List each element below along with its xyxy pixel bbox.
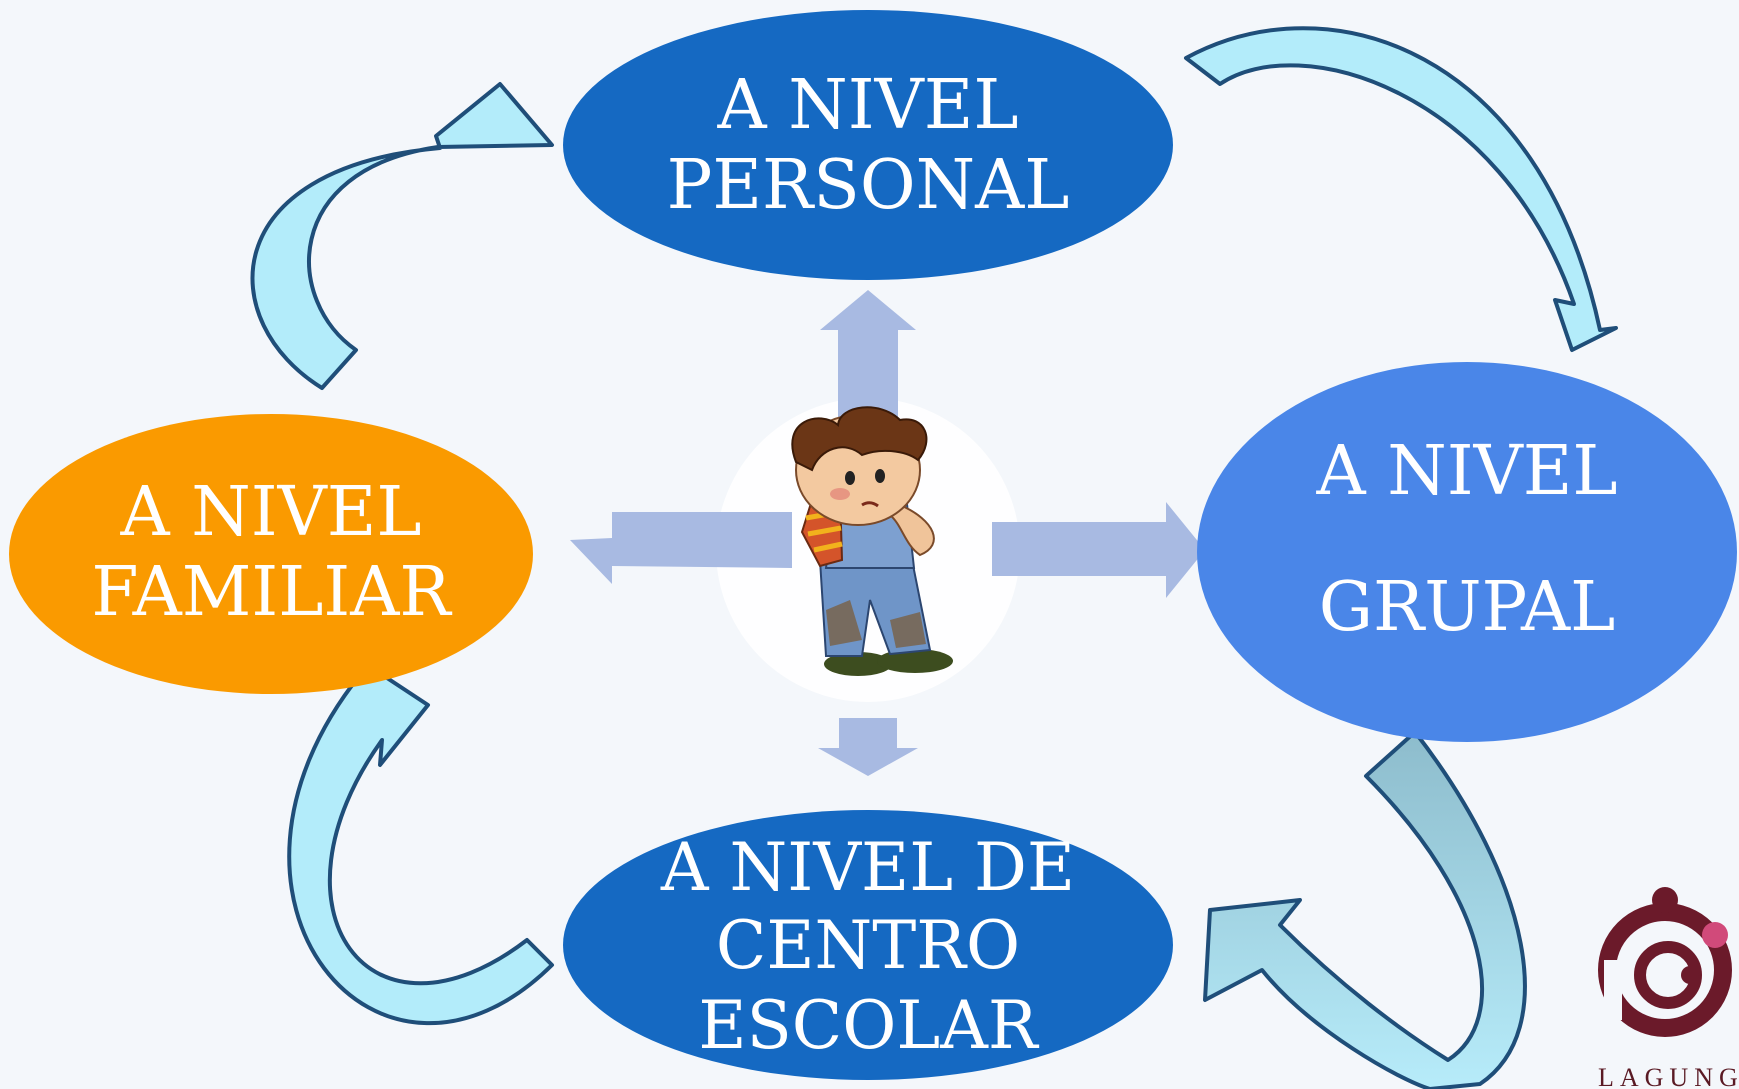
node-escolar-line1: A NIVEL DE — [660, 829, 1075, 906]
node-familiar-shape — [9, 414, 533, 694]
arrow-down-to-escolar — [818, 718, 918, 776]
arrow-up-to-personal — [820, 290, 916, 440]
node-personal-shape — [563, 10, 1173, 280]
node-escolar: A NIVEL DE CENTRO ESCOLAR — [563, 810, 1173, 1080]
node-familiar-line2: FAMILIAR — [91, 553, 452, 632]
curved-arrows — [250, 26, 1618, 1089]
center-boy-illustration — [791, 406, 953, 676]
node-escolar-shape — [563, 810, 1173, 1080]
node-escolar-line2: CENTRO — [716, 907, 1020, 984]
node-personal: A NIVEL PERSONAL — [563, 10, 1173, 280]
node-personal-line1: A NIVEL — [717, 66, 1019, 145]
arrow-right-to-grupal — [992, 502, 1205, 598]
logo-text: LAGUNG — [1598, 1063, 1739, 1089]
node-personal-line2: PERSONAL — [667, 146, 1070, 225]
straight-arrows — [570, 290, 1205, 776]
node-grupal-shape — [1197, 362, 1737, 742]
node-grupal-line2: GRUPAL — [1319, 568, 1616, 647]
lagungo-logo: LAGUNG — [1598, 887, 1739, 1089]
arrow-left-to-familiar — [570, 512, 792, 584]
curved-arrow-personal-to-grupal — [1184, 26, 1618, 352]
curved-arrow-escolar-to-familiar — [287, 666, 554, 1026]
curved-arrow-familiar-to-personal — [250, 82, 554, 390]
node-familiar: A NIVEL FAMILIAR — [9, 414, 533, 694]
curved-arrow-grupal-to-escolar — [1203, 730, 1527, 1089]
node-grupal: A NIVEL GRUPAL — [1197, 362, 1737, 742]
node-familiar-line1: A NIVEL — [120, 473, 422, 552]
node-grupal-line1: A NIVEL — [1316, 432, 1618, 511]
node-escolar-line3: ESCOLAR — [698, 987, 1039, 1064]
